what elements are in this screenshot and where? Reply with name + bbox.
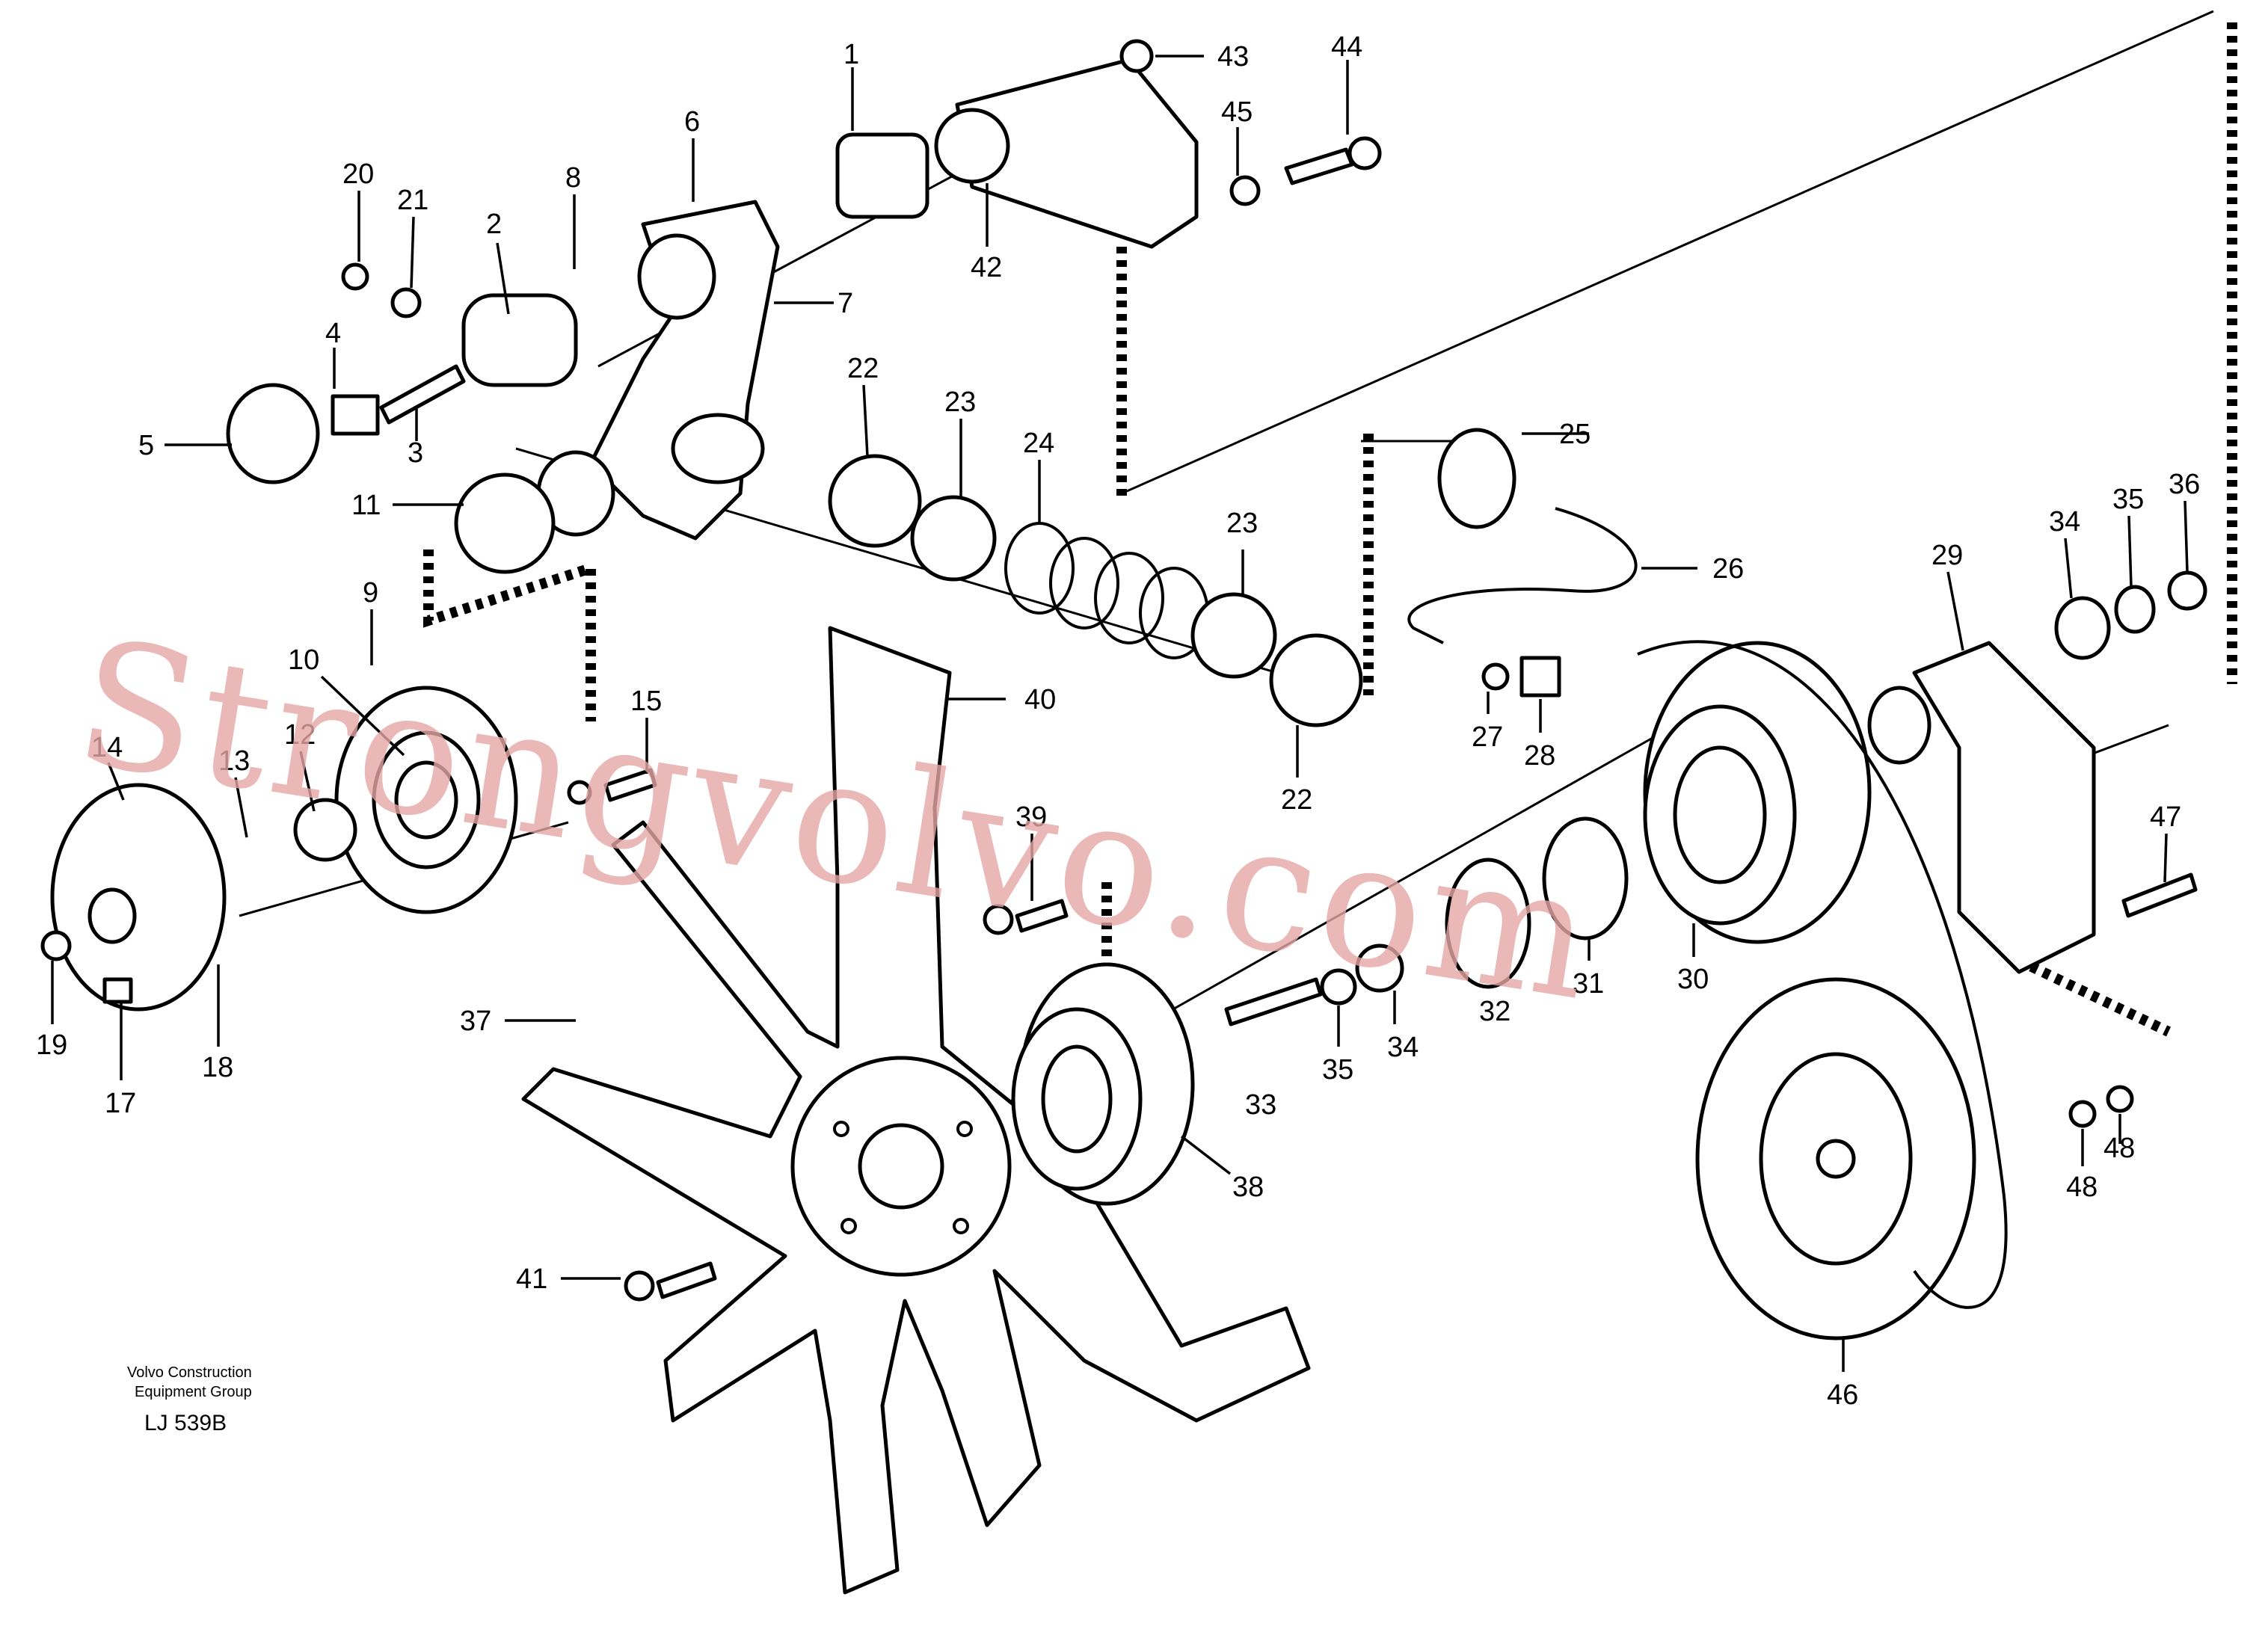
callout-42: 42 — [971, 252, 1002, 283]
callout-23: 23 — [944, 387, 976, 418]
callout-26: 26 — [1712, 553, 1744, 585]
callout-39: 39 — [1015, 801, 1047, 833]
callout-25: 25 — [1559, 419, 1591, 450]
callout-3: 3 — [408, 437, 423, 469]
tensioner-bracket — [588, 200, 780, 541]
callout-19: 19 — [36, 1029, 67, 1061]
callout-35: 35 — [2112, 484, 2144, 515]
callout-12: 12 — [284, 719, 316, 751]
callout-41: 41 — [516, 1263, 547, 1295]
fan-assembly — [521, 626, 1311, 1595]
callout-22: 22 — [847, 353, 879, 384]
callout-18: 18 — [202, 1052, 233, 1083]
callout-33: 33 — [1245, 1089, 1276, 1121]
callout-47: 47 — [2150, 801, 2181, 833]
sensor-assembly — [1407, 428, 1638, 698]
callout-43: 43 — [1217, 41, 1249, 73]
credit-line-2: Equipment Group — [135, 1384, 252, 1400]
callout-36: 36 — [2169, 469, 2200, 500]
callout-11: 11 — [351, 490, 381, 521]
callout-29: 29 — [1932, 540, 1963, 571]
callout-48: 48 — [2066, 1172, 2098, 1203]
spring-assembly — [828, 454, 1363, 727]
right-pulley-group — [1224, 570, 2207, 1340]
callout-21: 21 — [397, 185, 428, 216]
callout-6: 6 — [684, 106, 700, 138]
callout-30: 30 — [1677, 964, 1709, 995]
callout-14: 14 — [91, 732, 123, 763]
callout-9: 9 — [363, 577, 378, 609]
callout-45: 45 — [1221, 96, 1253, 128]
callout-15: 15 — [630, 686, 662, 717]
callout-46: 46 — [1827, 1379, 1858, 1411]
callout-17: 17 — [105, 1088, 136, 1119]
callout-34: 34 — [1387, 1032, 1419, 1063]
credit-block: Volvo Construction Equipment Group LJ 53… — [127, 1364, 252, 1435]
callout-44: 44 — [1331, 31, 1362, 63]
callout-27: 27 — [1472, 721, 1503, 753]
callout-8: 8 — [565, 162, 581, 194]
callout-24: 24 — [1023, 428, 1054, 459]
callout-13: 13 — [218, 745, 250, 777]
callout-22: 22 — [1281, 784, 1312, 816]
tensioner-parts — [226, 39, 1382, 574]
dashed-links — [423, 22, 2237, 1037]
callout-2: 2 — [486, 209, 502, 240]
callout-34: 34 — [2049, 506, 2080, 538]
callout-31: 31 — [1573, 968, 1604, 1000]
callout-23: 23 — [1226, 508, 1258, 539]
callout-38: 38 — [1232, 1172, 1264, 1203]
callout-20: 20 — [342, 158, 374, 190]
callout-40: 40 — [1024, 684, 1056, 715]
callout-37: 37 — [460, 1006, 491, 1037]
callout-48: 48 — [2103, 1133, 2135, 1164]
callout-4: 4 — [325, 318, 341, 349]
callout-28: 28 — [1524, 740, 1555, 772]
callout-1: 1 — [843, 39, 859, 70]
credit-line-1: Volvo Construction — [127, 1364, 252, 1381]
callout-10: 10 — [288, 644, 319, 676]
callouts: 1 2 3 4 5 6 7 8 9 10 11 12 13 14 15 17 1… — [36, 31, 2200, 1411]
callout-35: 35 — [1322, 1054, 1353, 1086]
left-pulley-group — [40, 686, 657, 1012]
fan-hub — [624, 899, 1195, 1302]
callout-7: 7 — [838, 288, 853, 319]
callout-5: 5 — [138, 430, 154, 461]
callout-32: 32 — [1479, 996, 1511, 1027]
drawing-number: LJ 539B — [144, 1411, 227, 1435]
